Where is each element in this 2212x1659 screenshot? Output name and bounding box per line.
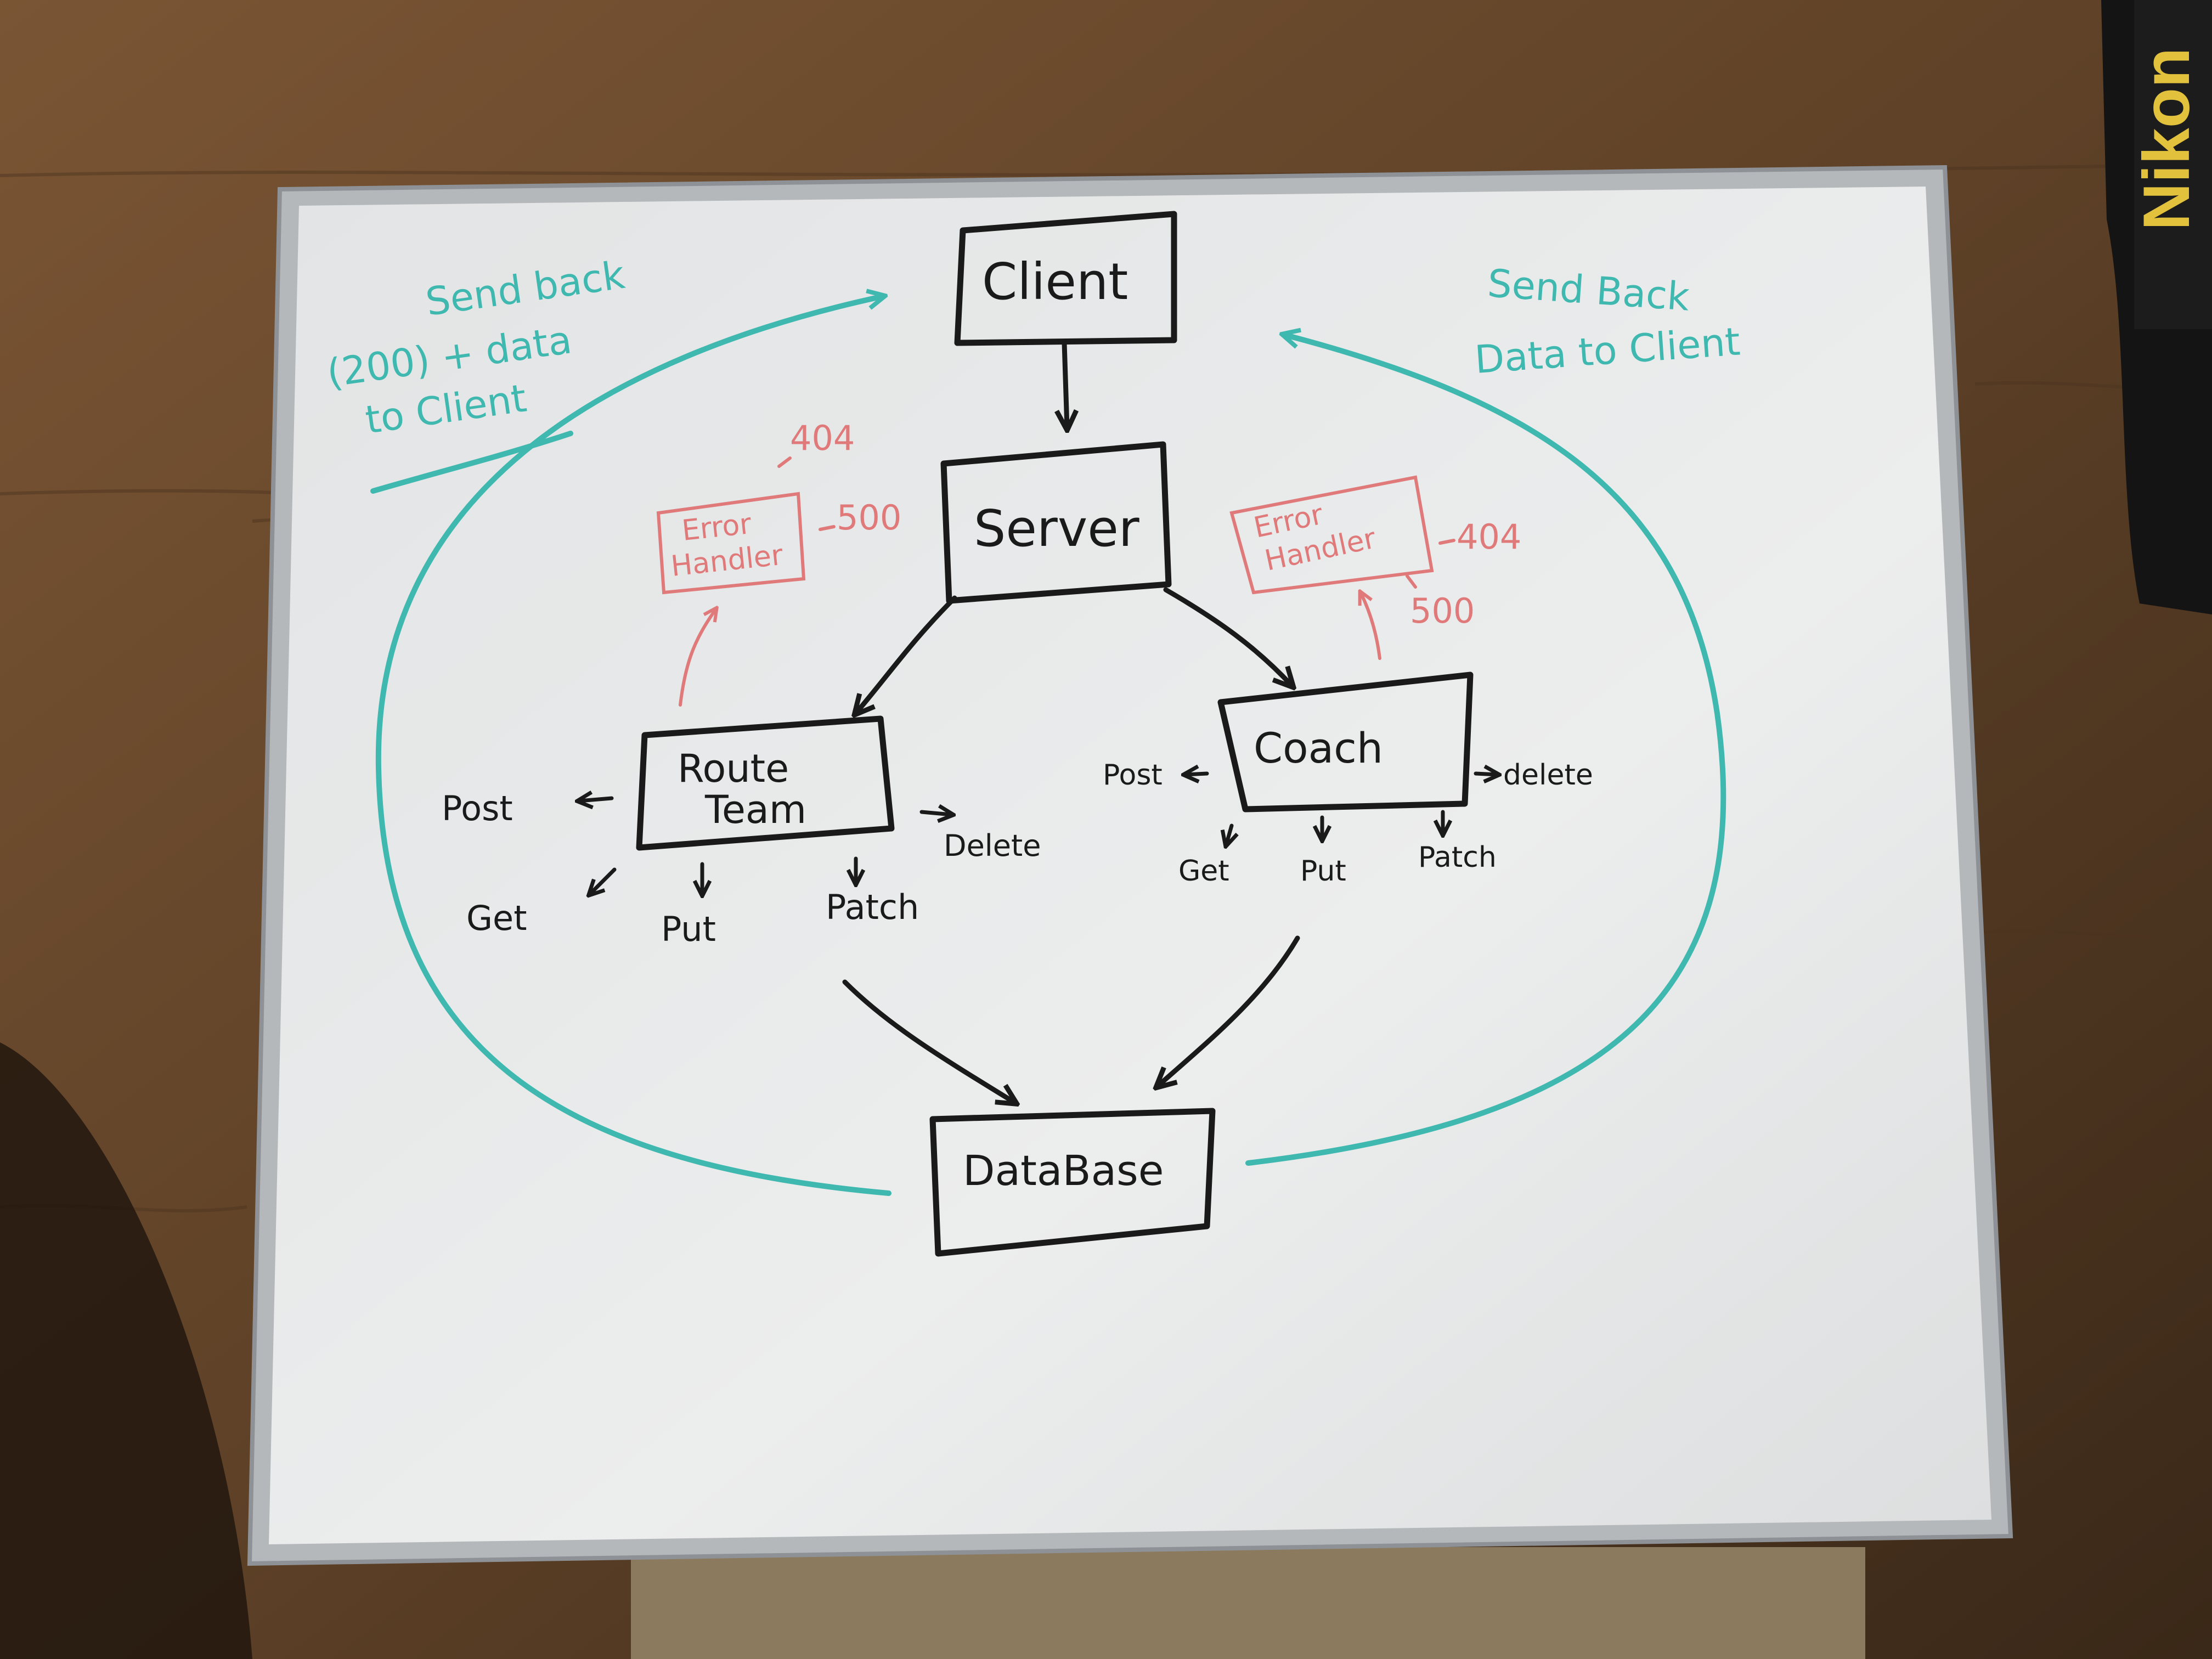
left-error-tick-500 xyxy=(819,525,836,531)
left-error-code-500: 500 xyxy=(837,498,901,538)
arrow-coach-to-database xyxy=(1158,935,1300,1086)
coach-get-label: Get xyxy=(1178,855,1229,888)
coach-label: Coach xyxy=(1254,724,1383,772)
database-label: DataBase xyxy=(963,1146,1164,1195)
arrow-rt-get xyxy=(590,867,617,894)
right-error-tick-500 xyxy=(1406,574,1417,589)
arrow-client-to-server xyxy=(1064,340,1067,428)
rt-delete-label: Delete xyxy=(944,828,1041,863)
arrow-route-team-to-database xyxy=(842,979,1015,1103)
rt-post-label: Post xyxy=(442,788,513,828)
arrow-rt-post xyxy=(579,798,614,801)
right-error-code-500: 500 xyxy=(1410,591,1475,631)
teal-return-loops xyxy=(370,296,1726,1196)
coach-patch-label: Patch xyxy=(1418,841,1497,874)
client-box xyxy=(954,211,1177,346)
right-error-code-404: 404 xyxy=(1457,517,1521,557)
left-error-tick-404 xyxy=(777,456,792,468)
left-error-handler-line1: Error xyxy=(680,507,753,548)
rt-get-label: Get xyxy=(466,898,527,938)
client-underline xyxy=(370,431,573,494)
coach-put-label: Put xyxy=(1300,855,1346,888)
right-return-path xyxy=(1245,335,1726,1166)
route-team-box xyxy=(636,715,895,851)
arrow-coach-post xyxy=(1185,774,1209,775)
client-label: Client xyxy=(982,252,1128,311)
shadow-lower-left xyxy=(0,1042,252,1659)
arrow-coach-delete xyxy=(1474,774,1498,775)
arrow-server-to-coach xyxy=(1163,587,1292,686)
route-team-label-line1: Route xyxy=(678,746,789,791)
rt-patch-label: Patch xyxy=(826,887,919,927)
arrow-coach-to-right-error xyxy=(1361,592,1381,660)
left-error-handler-box xyxy=(656,492,806,595)
coach-delete-label: delete xyxy=(1503,759,1593,792)
server-box xyxy=(940,441,1172,604)
rug xyxy=(631,1547,1865,1659)
coach-post-label: Post xyxy=(1103,759,1163,792)
camera-strap-text: Nikon xyxy=(2130,48,2203,230)
left-error-code-404: 404 xyxy=(790,418,855,458)
database-box xyxy=(929,1108,1216,1257)
board-surface xyxy=(269,187,1991,1544)
coach-box xyxy=(1217,672,1474,812)
arrow-server-to-route-team xyxy=(856,595,957,713)
server-label: Server xyxy=(974,499,1139,558)
route-team-label-line2: Team xyxy=(704,787,806,832)
right-error-tick-404 xyxy=(1438,539,1455,545)
left-return-path xyxy=(375,296,891,1196)
arrow-coach-get xyxy=(1226,823,1232,845)
rt-put-label: Put xyxy=(661,909,716,949)
right-error-handler-box xyxy=(1229,475,1434,595)
arrow-rt-delete xyxy=(919,812,952,815)
camera-strap: Nikon xyxy=(2101,0,2212,614)
arrow-route-team-to-left-error xyxy=(679,609,716,707)
